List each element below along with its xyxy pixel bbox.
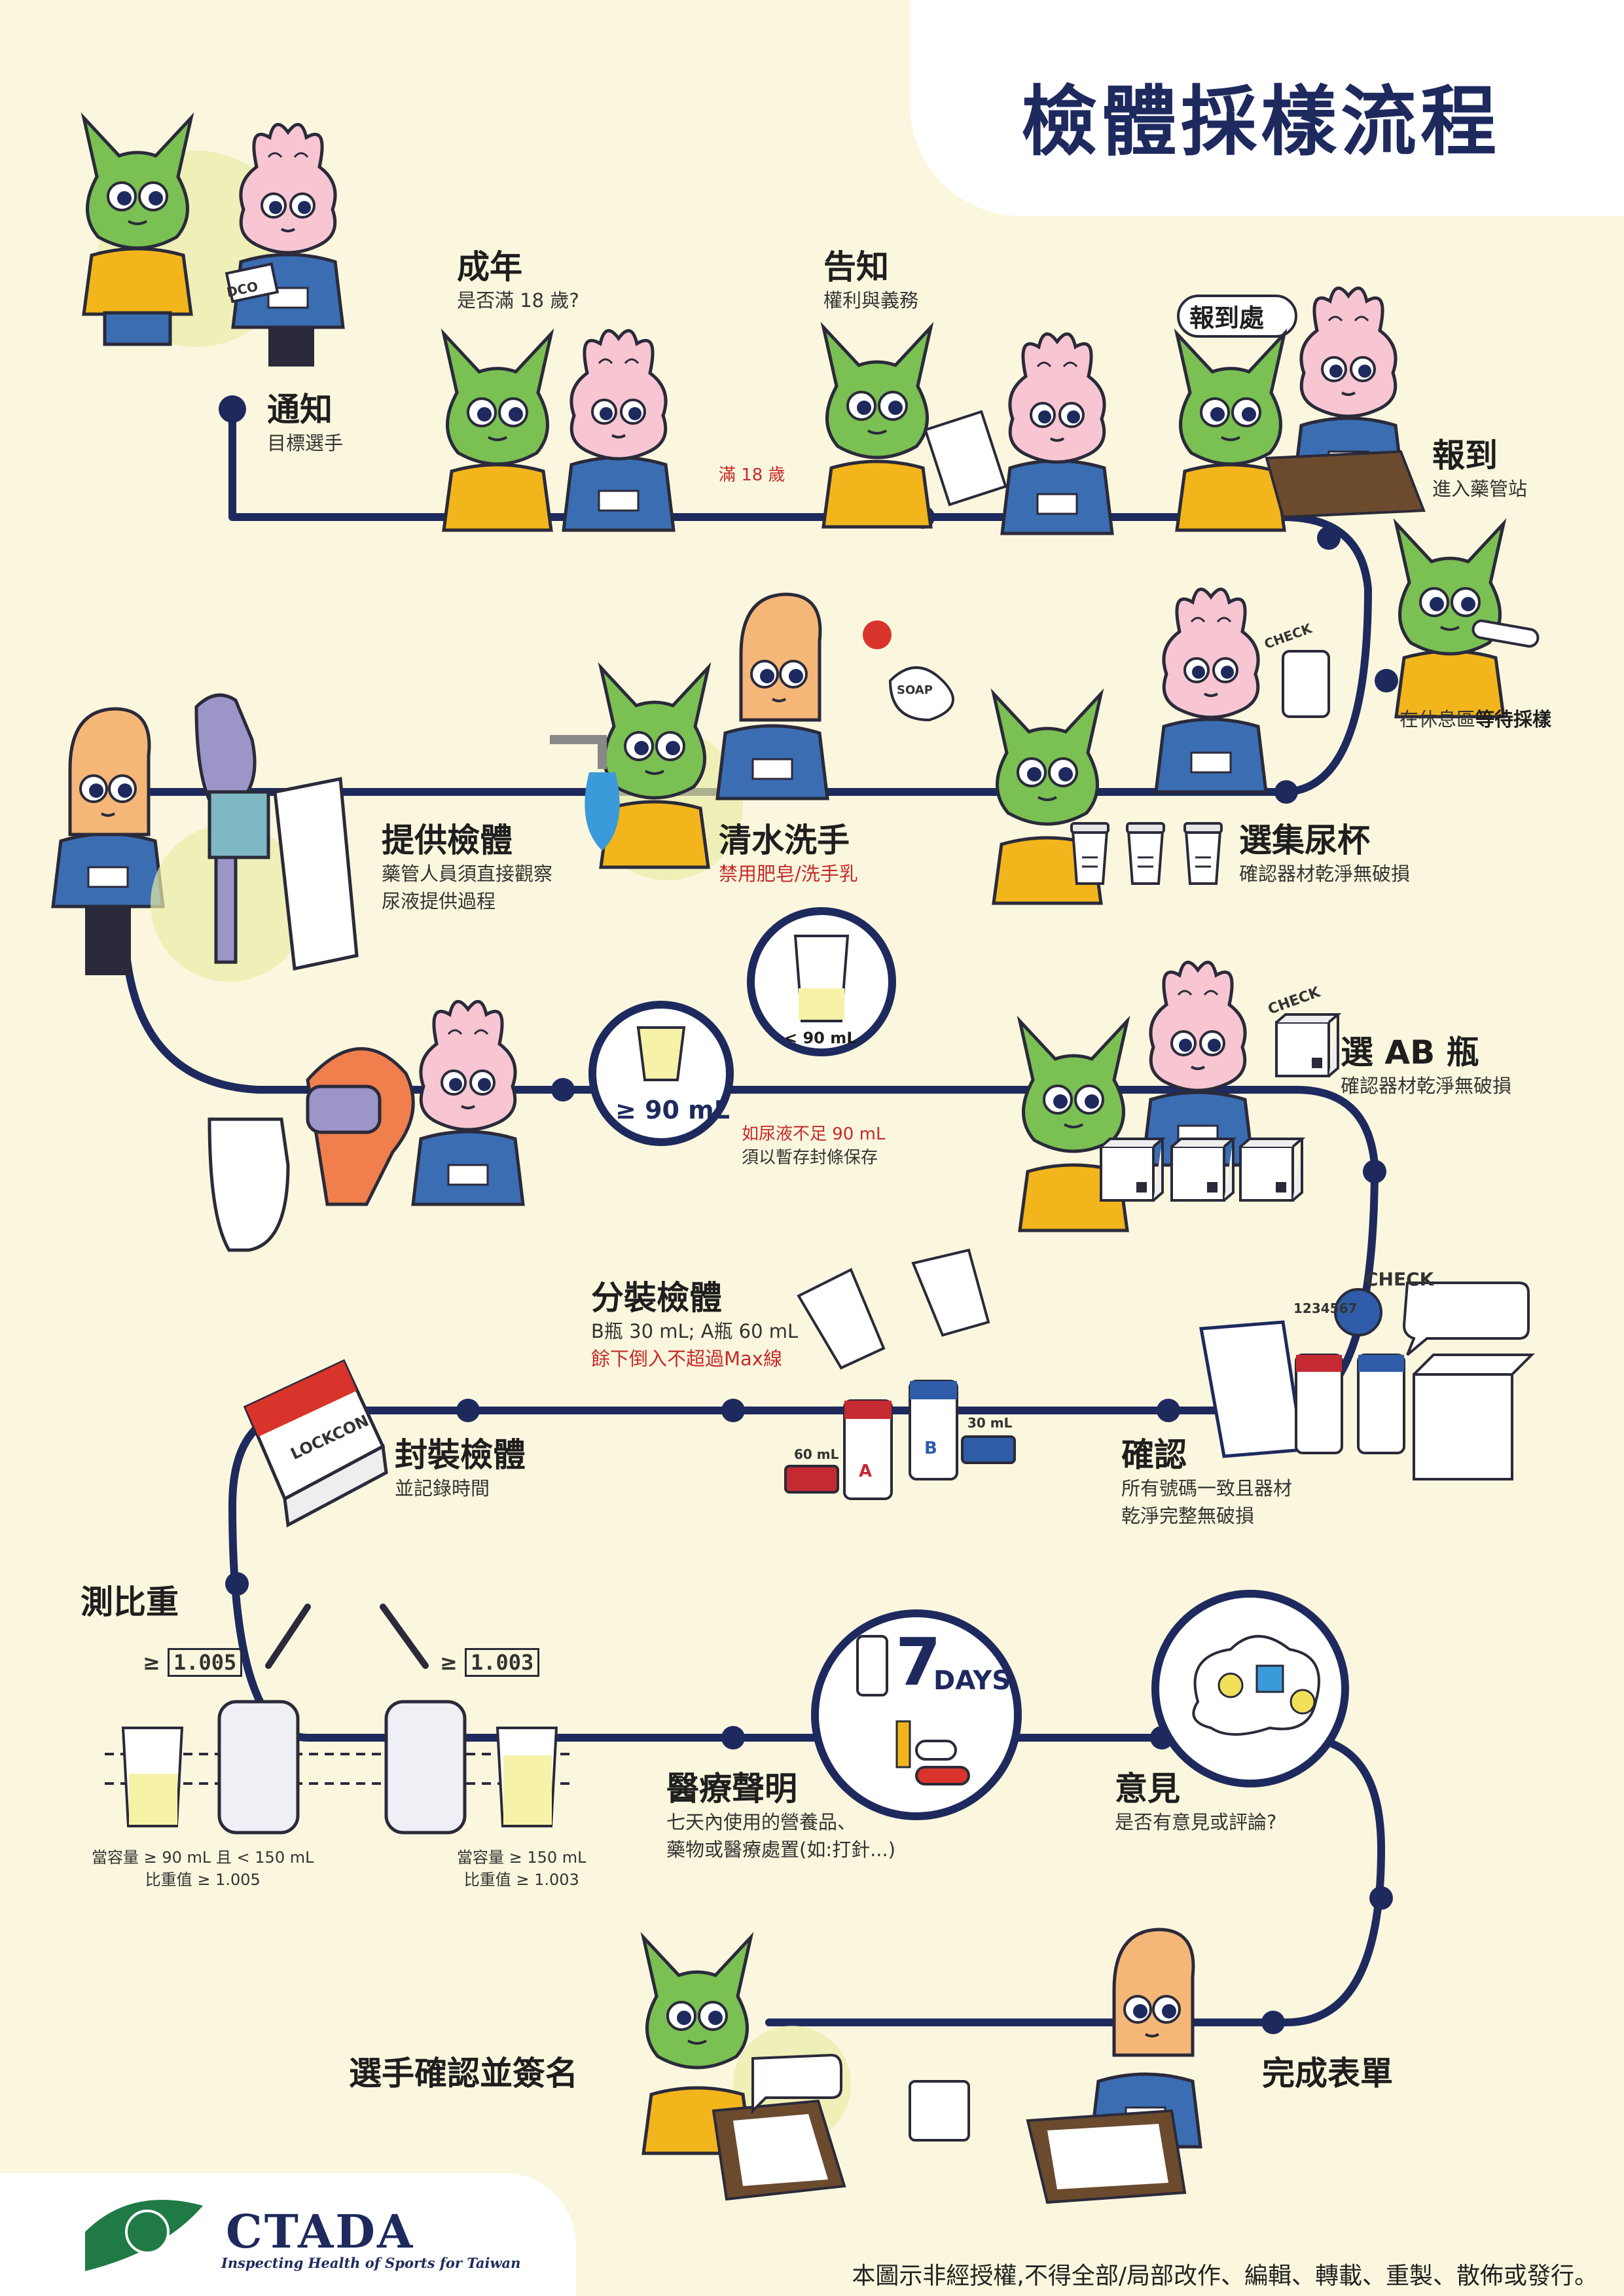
seven-days-word: DAYS	[933, 1666, 1011, 1696]
step-medical-desc1: 七天內使用的營養品、	[666, 1810, 857, 1833]
step-inform: 告知 權利與義務	[823, 248, 919, 314]
step-adult-desc: 是否滿 18 歲?	[457, 289, 579, 312]
step-wait: 在休息區等待採樣	[1399, 706, 1551, 733]
volume-note-1: 如尿液不足 90 mL	[742, 1124, 886, 1144]
step-inform-title: 告知	[823, 248, 889, 286]
bottle-b-volume: 30 mL	[967, 1415, 1013, 1431]
soap-badge: SOAP	[897, 683, 933, 697]
seven-days-number: 7	[895, 1624, 941, 1700]
step-wash: 清水洗手 禁用肥皂/洗手乳	[719, 821, 858, 888]
gravity-ge-symbol-2: ≥	[440, 1650, 458, 1675]
step-ab-desc: 確認器材乾淨無破損	[1341, 1074, 1512, 1097]
step-adult-title: 成年	[457, 248, 522, 286]
step-opinion-title: 意見	[1115, 1770, 1180, 1808]
step-provide-desc1: 藥管人員須直接觀察	[382, 862, 553, 885]
step-medical: 醫療聲明 七天內使用的營養品、 藥物或醫療處置(如:打針...)	[666, 1770, 895, 1863]
step-split-desc: B瓶 30 mL; A瓶 60 mL	[591, 1319, 799, 1342]
volume-note-2: 須以暫存封條保存	[742, 1148, 878, 1168]
step-split-title: 分裝檢體	[591, 1279, 722, 1317]
step-inform-desc: 權利與義務	[823, 289, 919, 312]
step-checkin-title: 報到	[1432, 437, 1498, 475]
step-wait-prefix: 在休息區	[1399, 708, 1476, 730]
step-notify-desc: 目標選手	[267, 431, 344, 454]
step-notify-title: 通知	[267, 391, 333, 429]
gravity-condition-1: 當容量 ≥ 90 mL 且 < 150 mL 比重值 ≥ 1.005	[92, 1847, 314, 1891]
step-provide-title: 提供檢體	[382, 821, 513, 859]
gravity-condition-2: 當容量 ≥ 150 mL 比重值 ≥ 1.003	[457, 1847, 586, 1891]
step-cup-title: 選集尿杯	[1239, 821, 1370, 859]
gravity-condition-2a: 當容量 ≥ 150 mL	[457, 1848, 586, 1867]
step-sign: 選手確認並簽名	[349, 2054, 578, 2093]
step-form-title: 完成表單	[1262, 2054, 1393, 2092]
volume-note: 如尿液不足 90 mL 須以暫存封條保存	[742, 1122, 885, 1170]
page-title: 檢體採樣流程	[1021, 78, 1500, 166]
step-wash-title: 清水洗手	[719, 821, 850, 859]
step-checkin: 報到 進入藥管站	[1432, 437, 1527, 503]
volume-ge-label: ≥ 90 mL	[615, 1096, 730, 1124]
step-seal-title: 封裝檢體	[395, 1436, 526, 1474]
step-wash-note: 禁用肥皂/洗手乳	[719, 862, 858, 885]
bottle-a-label: A	[859, 1462, 873, 1481]
title-card	[910, 0, 1624, 216]
step-cup: 選集尿杯 確認器材乾淨無破損	[1239, 821, 1411, 888]
bottle-a-volume: 60 mL	[794, 1446, 839, 1462]
copyright-notice: 本圖示非經授權,不得全部/局部改作、編輯、轉載、重製、散佈或發行。	[852, 2263, 1598, 2289]
step-confirm: 確認 所有號碼一致且器材 乾淨完整無破損	[1121, 1436, 1293, 1530]
step-wait-emphasis: 等待採樣	[1475, 708, 1552, 730]
step-ab: 選 AB 瓶 確認器材乾淨無破損	[1341, 1033, 1512, 1100]
gravity-condition-1a: 當容量 ≥ 90 mL 且 < 150 mL	[92, 1848, 314, 1867]
gravity-condition-2b: 比重值 ≥ 1.003	[463, 1870, 579, 1889]
step-opinion: 意見 是否有意見或評論?	[1115, 1770, 1276, 1836]
step-ab-title: 選 AB 瓶	[1341, 1033, 1479, 1071]
volume-lt-label: < 90 mL	[784, 1029, 857, 1047]
ctada-tagline: Inspecting Health of Sports for Taiwan	[221, 2255, 521, 2271]
step-split-note: 餘下倒入不超過Max線	[591, 1347, 782, 1370]
step-seal-desc: 並記錄時間	[395, 1477, 490, 1499]
step-seal: 封裝檢體 並記錄時間	[395, 1436, 526, 1502]
step-medical-desc2: 藥物或醫療處置(如:打針...)	[666, 1838, 896, 1861]
ctada-logo-text: CTADA	[226, 2204, 415, 2259]
step-confirm-desc1: 所有號碼一致且器材	[1121, 1477, 1293, 1499]
step-cup-desc: 確認器材乾淨無破損	[1239, 862, 1411, 885]
bottle-b-label: B	[924, 1439, 937, 1458]
adult-note: 滿 18 歲	[719, 465, 785, 485]
step-checkin-desc: 進入藥管站	[1432, 477, 1528, 500]
step-confirm-title: 確認	[1121, 1436, 1187, 1474]
confirm-code: 1234567	[1293, 1300, 1358, 1316]
checkin-bubble-text: 報到處	[1189, 304, 1265, 332]
step-medical-title: 醫療聲明	[666, 1770, 797, 1808]
gravity-reading-2: 1.003	[464, 1648, 540, 1677]
step-split: 分裝檢體 B瓶 30 mL; A瓶 60 mL 餘下倒入不超過Max線	[591, 1279, 799, 1372]
gravity-ge-1: ≥ 1.005	[143, 1648, 243, 1677]
check-badge-3: CHECK	[1365, 1268, 1434, 1290]
gravity-ge-2: ≥ 1.003	[440, 1648, 540, 1677]
step-provide-desc2: 尿液提供過程	[382, 889, 496, 912]
step-confirm-desc2: 乾淨完整無破損	[1121, 1504, 1255, 1527]
step-opinion-desc: 是否有意見或評論?	[1115, 1810, 1277, 1833]
step-gravity-title: 測比重	[81, 1583, 179, 1621]
step-form: 完成表單	[1262, 2054, 1393, 2093]
gravity-reading-1: 1.005	[167, 1648, 243, 1677]
gravity-ge-symbol-1: ≥	[143, 1650, 160, 1675]
step-sign-title: 選手確認並簽名	[349, 2054, 578, 2092]
step-notify: 通知 目標選手	[267, 391, 343, 457]
gravity-condition-1b: 比重值 ≥ 1.005	[145, 1870, 261, 1889]
step-adult: 成年 是否滿 18 歲?	[457, 248, 579, 314]
step-gravity: 測比重	[81, 1583, 179, 1622]
step-provide: 提供檢體 藥管人員須直接觀察 尿液提供過程	[382, 821, 553, 915]
